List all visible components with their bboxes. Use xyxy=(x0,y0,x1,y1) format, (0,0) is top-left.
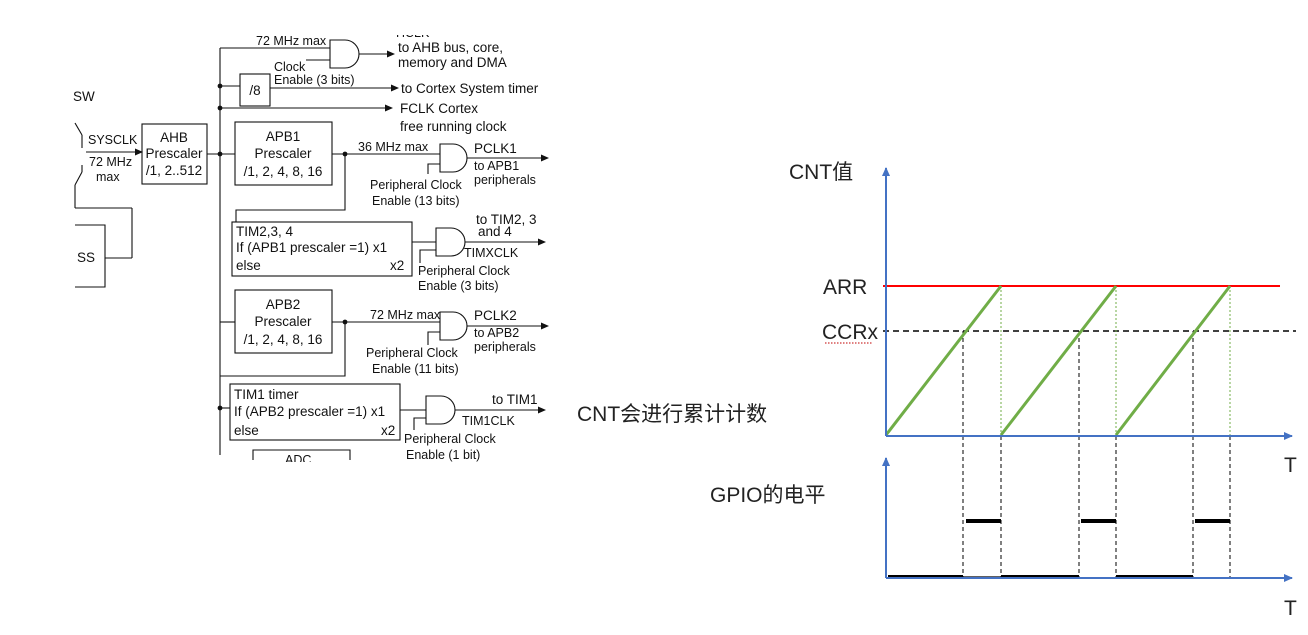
tim234-line3b: x2 xyxy=(390,258,404,273)
ccr-label: CCRx xyxy=(822,321,878,344)
tim1-enable-2: Enable (1 bit) xyxy=(406,448,480,462)
pclk1-target-2: peripherals xyxy=(474,173,536,187)
adc-box xyxy=(252,449,351,460)
tim1-line3b: x2 xyxy=(381,423,395,438)
pclk2-target-1: to APB2 xyxy=(474,326,519,340)
arr-label: ARR xyxy=(823,276,867,299)
apb2-max-label: 72 MHz max xyxy=(370,308,441,322)
tim234-enable-1: Peripheral Clock xyxy=(418,264,510,278)
tim234-target-2: and 4 xyxy=(478,224,512,239)
tim1-box xyxy=(229,383,401,441)
tim234-box xyxy=(231,221,413,277)
apb1-range: /1, 2, 4, 8, 16 xyxy=(244,164,323,179)
hclk-target-1: to AHB bus, core, xyxy=(398,40,503,55)
pclk1-label: PCLK1 xyxy=(474,141,517,156)
tim1-enable-1: Peripheral Clock xyxy=(404,432,496,446)
hclk-target-2: memory and DMA xyxy=(398,55,507,70)
apb2-enable-1: Peripheral Clock xyxy=(366,346,458,360)
div8-box xyxy=(239,73,271,107)
tim1-gate xyxy=(425,395,456,425)
tim1-line3a: else xyxy=(234,423,259,438)
tim1-line1: TIM1 timer xyxy=(234,387,299,402)
cortex-timer-label: to Cortex System timer xyxy=(401,81,539,96)
tim234-line3a: else xyxy=(236,258,261,273)
hclk-max-label: 72 MHz max xyxy=(256,34,327,48)
css-label: SS xyxy=(77,250,95,265)
apb1-max-label: 36 MHz max xyxy=(358,140,429,154)
apb1-enable-2: Enable (13 bits) xyxy=(372,194,460,208)
apb1-gate xyxy=(439,143,468,173)
ahb-gate xyxy=(329,39,360,69)
sysclk-freq-label: 72 MHz xyxy=(89,155,132,169)
cnt-sawtooth xyxy=(884,285,1232,436)
apb2-enable-2: Enable (11 bits) xyxy=(372,362,459,376)
apb2-gate xyxy=(439,311,468,341)
gpio-waveform xyxy=(888,519,1230,579)
pwm-timing-diagram: CNT值 ARR CCRx CNT会进行累计计数 GPIO的电平 T T xyxy=(577,161,1297,620)
cnt-value-label: CNT值 xyxy=(789,161,853,184)
fclk-label-1: FCLK Cortex xyxy=(400,101,478,116)
sysclk-max-label: max xyxy=(96,170,120,184)
tim234-line2: If (APB1 prescaler =1) x1 xyxy=(236,240,387,255)
apb2-sub: Prescaler xyxy=(254,314,312,329)
ahb-range: /1, 2..512 xyxy=(146,163,202,178)
apb1-title: APB1 xyxy=(266,129,301,144)
timxclk-label: TIMXCLK xyxy=(464,246,519,260)
clock-tree-diagram: SW SS SYSCLK 72 MHz max AHB Prescaler /1… xyxy=(0,0,570,635)
ahb-sub: Prescaler xyxy=(145,146,203,161)
clock-enable-label-1: Clock xyxy=(274,60,306,74)
pclk1-target-1: to APB1 xyxy=(474,159,519,173)
fclk-label-2: free running clock xyxy=(400,119,507,134)
div8-label: /8 xyxy=(249,83,260,98)
ahb-title: AHB xyxy=(160,130,188,145)
tim234-target-1: to TIM2, 3 xyxy=(476,212,537,227)
tim234-enable-2: Enable (3 bits) xyxy=(418,279,499,293)
sysclk-label: SYSCLK xyxy=(88,133,138,147)
pclk2-target-2: peripherals xyxy=(474,340,536,354)
apb1-sub: Prescaler xyxy=(254,146,312,161)
time-label-lower: T xyxy=(1284,597,1297,620)
count-note: CNT会进行累计计数 xyxy=(577,403,767,426)
apb1-enable-1: Peripheral Clock xyxy=(370,178,462,192)
clock-enable-label-2: Enable (3 bits) xyxy=(274,73,355,87)
tim1-target: to TIM1 xyxy=(492,392,538,407)
tim1-line2: If (APB2 prescaler =1) x1 xyxy=(234,404,385,419)
apb2-range: /1, 2, 4, 8, 16 xyxy=(244,332,323,347)
tim234-gate xyxy=(435,227,466,257)
time-label-upper: T xyxy=(1284,454,1297,477)
apb2-title: APB2 xyxy=(266,297,301,312)
tim234-line1: TIM2,3, 4 xyxy=(236,224,294,239)
gpio-level-label: GPIO的电平 xyxy=(710,484,826,507)
pclk2-label: PCLK2 xyxy=(474,308,517,323)
sw-label: SW xyxy=(73,89,95,104)
tim1clk-label: TIM1CLK xyxy=(462,414,515,428)
